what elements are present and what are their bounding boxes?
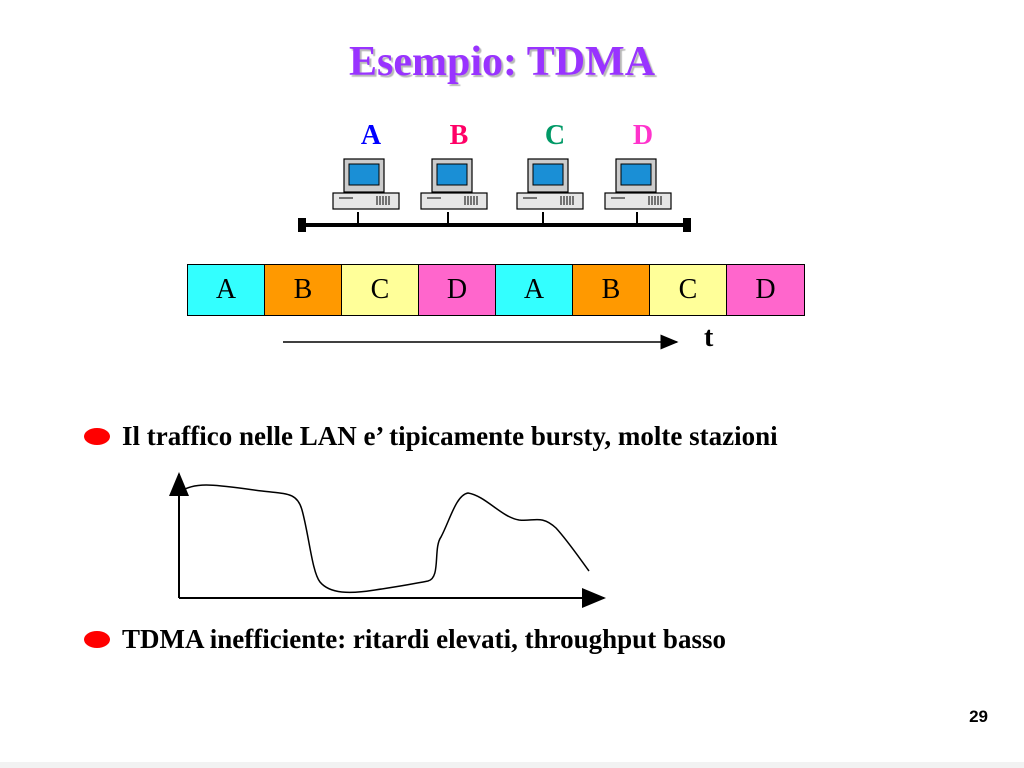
computer-icon (515, 158, 585, 220)
red-bullet-icon (84, 428, 110, 445)
page-number: 29 (969, 707, 988, 726)
tdma-slot: D (727, 265, 804, 315)
time-axis-label: t (704, 322, 714, 353)
tdma-frame: A B C D A B C D (187, 264, 805, 316)
tdma-slot: A (188, 265, 265, 315)
bullet-text: Il traffico nelle LAN e’ tipicamente bur… (122, 421, 778, 451)
bursty-traffic-curve (179, 484, 590, 594)
bus-terminator-right (683, 218, 691, 232)
bullet-text: TDMA inefficiente: ritardi elevati, thro… (122, 624, 726, 654)
computer-icon (331, 158, 401, 220)
tdma-slot: B (265, 265, 342, 315)
tdma-slot: D (419, 265, 496, 315)
station-label-c: C (544, 120, 566, 151)
bullet-item: TDMA inefficiente: ritardi elevati, thro… (84, 624, 726, 655)
tdma-slot: B (573, 265, 650, 315)
station-label-d: D (632, 120, 654, 151)
tdma-slot: A (496, 265, 573, 315)
station-label-a: A (360, 120, 382, 151)
bus-terminator-left (298, 218, 306, 232)
computer-icon (419, 158, 489, 220)
tdma-slot: C (650, 265, 727, 315)
bottom-band (0, 762, 1024, 768)
slide-title: Esempio: TDMA (348, 39, 656, 85)
station-label-b: B (449, 120, 469, 151)
red-bullet-icon (84, 631, 110, 648)
computer-icon (603, 158, 673, 220)
tdma-slot: C (342, 265, 419, 315)
bullet-item: Il traffico nelle LAN e’ tipicamente bur… (84, 421, 778, 452)
